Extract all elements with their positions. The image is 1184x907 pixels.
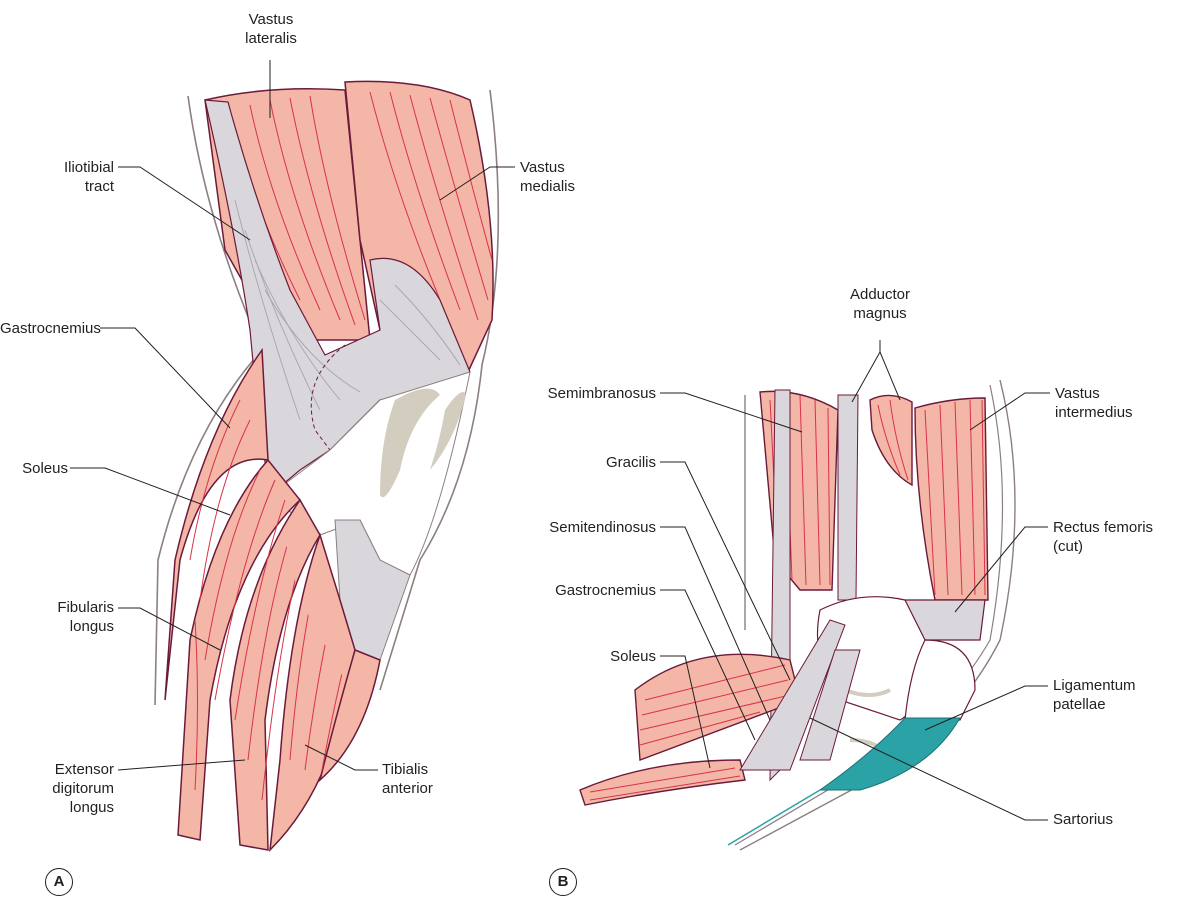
label-tibialis-anterior: Tibialis anterior: [382, 760, 472, 798]
label-vastus-intermedius: Vastus intermedius: [1055, 384, 1165, 422]
semimembranosus-shape: [760, 391, 838, 590]
label-sartorius: Sartorius: [1053, 810, 1153, 829]
label-soleus-b: Soleus: [560, 647, 656, 666]
label-gastrocnemius-a: Gastrocnemius: [0, 319, 100, 338]
label-soleus-a: Soleus: [0, 459, 68, 478]
panel-a-marker: A: [45, 868, 73, 896]
label-gracilis: Gracilis: [560, 453, 656, 472]
label-vastus-medialis: Vastus medialis: [520, 158, 610, 196]
label-fibularis-longus: Fibularis longus: [20, 598, 114, 636]
label-iliotibial-tract: Iliotibial tract: [40, 158, 114, 196]
label-extensor-digitorum-longus: Extensor digitorum longus: [20, 760, 114, 817]
panel-b-marker: B: [549, 868, 577, 896]
label-rectus-femoris: Rectus femoris (cut): [1053, 518, 1178, 556]
soleus-b-shape: [580, 760, 745, 805]
label-semimbranosus: Semimbranosus: [510, 384, 656, 403]
label-adductor-magnus: Adductor magnus: [835, 285, 925, 323]
label-gastrocnemius-b: Gastrocnemius: [510, 581, 656, 600]
adductor-tendon: [838, 395, 858, 600]
label-ligamentum-patellae: Ligamentum patellae: [1053, 676, 1163, 714]
label-semitendinosus: Semitendinosus: [510, 518, 656, 537]
panel-a-illustration: [70, 60, 515, 850]
label-vastus-lateralis: Vastus lateralis: [236, 10, 306, 48]
